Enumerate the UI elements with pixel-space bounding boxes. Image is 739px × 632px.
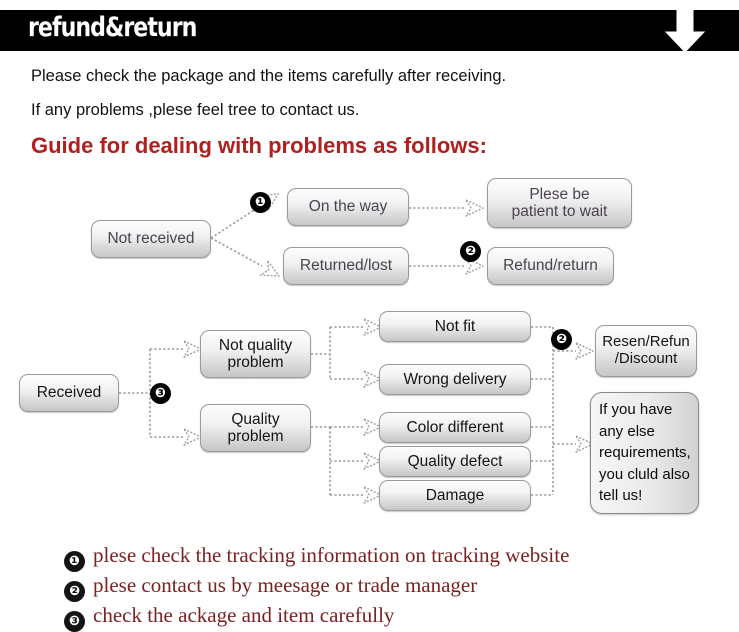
node-color-different[interactable]: Color different (379, 412, 531, 443)
node-not-fit[interactable]: Not fit (379, 311, 531, 342)
note-line-5: tell us! (599, 487, 643, 504)
node-label-line2: patient to wait (511, 203, 608, 220)
node-resend-refund-discount[interactable]: Resen/Refun /Discount (595, 325, 697, 377)
node-contact-note[interactable]: If you have any else requirements, you c… (590, 392, 699, 514)
list-item-text: plese check the tracking information on … (93, 543, 570, 567)
node-damage[interactable]: Damage (379, 480, 531, 511)
badge-step-1-on-the-way: ❶ (250, 192, 271, 213)
note-line-2: any else (599, 422, 655, 440)
list-bullet-2: ❷ (64, 581, 85, 602)
node-label-line1: Resen/Refun (602, 333, 690, 351)
node-label: Received (36, 384, 102, 402)
node-quality-problem[interactable]: Quality problem (200, 404, 311, 452)
node-label: Not received (107, 230, 195, 248)
node-label: Damage (425, 486, 485, 504)
node-refund-return[interactable]: Refund/return (487, 247, 614, 285)
node-returned-lost[interactable]: Returned/lost (283, 247, 409, 285)
list-item: ❸ check the ackage and item carefully (64, 603, 395, 632)
node-label: On the way (308, 198, 388, 216)
node-received[interactable]: Received (19, 374, 119, 412)
page-title: refund&return (28, 12, 197, 43)
node-label-line2: problem (227, 428, 284, 445)
badge-step-2-resend: ❷ (551, 329, 572, 350)
node-label-line2: /Discount (614, 350, 678, 367)
badge-step-2-refund: ❷ (460, 241, 481, 262)
node-wrong-delivery[interactable]: Wrong delivery (379, 364, 531, 395)
node-please-wait[interactable]: Plese be patient to wait (487, 178, 632, 228)
list-item-text: plese contact us by meesage or trade man… (93, 573, 478, 597)
node-label-line1: Not quality (218, 336, 293, 354)
node-label-line2: problem (227, 354, 284, 371)
list-item: ❶ plese check the tracking information o… (64, 543, 570, 572)
node-label-line1: Quality (231, 410, 280, 428)
node-label: Wrong delivery (403, 370, 507, 388)
list-bullet-1: ❶ (64, 551, 85, 572)
list-item: ❷ plese contact us by meesage or trade m… (64, 573, 478, 602)
note-line-3: requirements, (599, 444, 691, 461)
node-not-quality-problem[interactable]: Not quality problem (200, 330, 311, 378)
node-quality-defect[interactable]: Quality defect (379, 446, 531, 477)
guide-heading: Guide for dealing with problems as follo… (31, 133, 487, 158)
list-bullet-3: ❸ (64, 611, 85, 632)
node-label: Refund/return (503, 257, 598, 275)
list-item-text: check the ackage and item carefully (93, 603, 395, 627)
node-label: Returned/lost (299, 257, 393, 275)
node-not-received[interactable]: Not received (91, 220, 211, 258)
intro-line-2: If any problems ,plese feel tree to cont… (31, 101, 360, 119)
badge-step-3-received: ❸ (150, 383, 171, 404)
arrow-down-icon (664, 6, 706, 52)
node-label-line1: Plese be (529, 185, 590, 203)
intro-line-1: Please check the package and the items c… (31, 67, 507, 85)
node-label: Color different (406, 418, 504, 436)
node-on-the-way[interactable]: On the way (287, 188, 409, 226)
note-line-1: If you have (599, 401, 673, 418)
note-line-4: you cluld also (599, 465, 690, 483)
node-label: Not fit (434, 317, 476, 335)
node-label: Quality defect (407, 452, 503, 470)
header-banner (0, 10, 739, 51)
